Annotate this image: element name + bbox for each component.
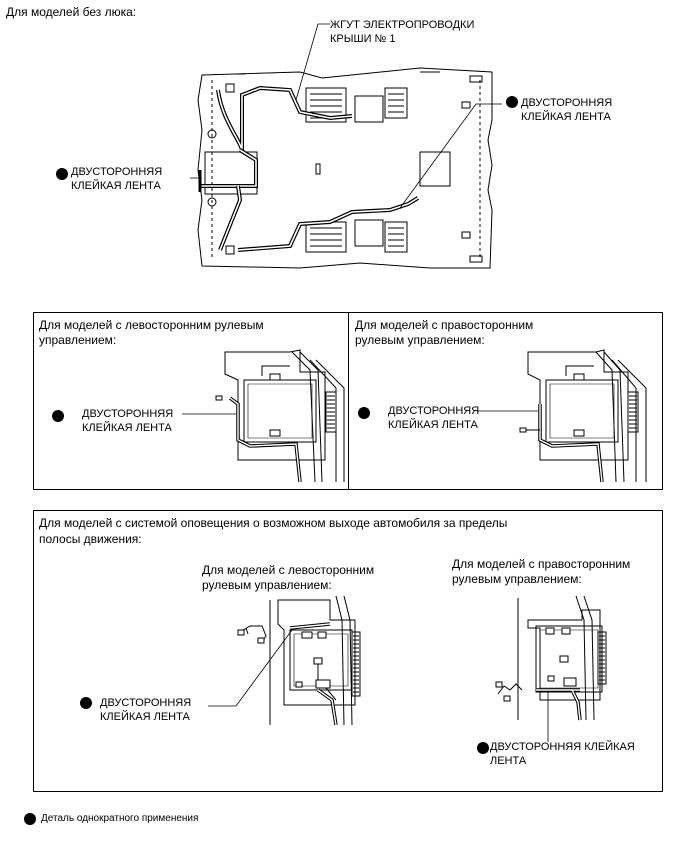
lhd-detail: [224, 349, 345, 483]
single-use-icon: [80, 697, 92, 709]
lhd-title: Для моделей с левосторонним рулевым упра…: [39, 318, 264, 347]
tape-label-right: ДВУСТОРОННЯЯ КЛЕЙКАЯ ЛЕНТА: [521, 97, 613, 123]
lhd-harness-inner: [229, 397, 301, 483]
tape-label-left: ДВУСТОРОННЯЯ КЛЕЙКАЯ ЛЕНТА: [71, 166, 163, 192]
harness-label: ЖГУТ ЭЛЕКТРОПРОВОДКИ КРЫШИ № 1: [330, 19, 475, 45]
lane-rhd-detail: [497, 595, 607, 721]
lane-rhd-tape-label: ДВУСТОРОННЯЯ КЛЕЙКАЯ ЛЕНТА: [490, 741, 635, 767]
top-title: Для моделей без люка:: [6, 5, 137, 19]
single-use-icon: [477, 742, 489, 754]
lane-lhd-tape-label: ДВУСТОРОННЯЯ КЛЕЙКАЯ ЛЕНТА: [100, 697, 192, 723]
lane-title: Для моделей с системой оповещения о возм…: [39, 516, 508, 546]
top-leaders: [190, 23, 502, 209]
roof-harness: [198, 85, 420, 252]
legend-text: Деталь однократного применения: [41, 813, 199, 824]
lane-rhd-title: Для моделей с правосторонним рулевым упр…: [452, 557, 631, 586]
rhd-tape-label: ДВУСТОРОННЯЯ КЛЕЙКАЯ ЛЕНТА: [388, 405, 480, 431]
lane-lhd-connectors: [237, 629, 337, 701]
rhd-connectors: [519, 365, 594, 437]
lhd-tape-label: ДВУСТОРОННЯЯ КЛЕЙКАЯ ЛЕНТА: [82, 408, 174, 434]
lhd-connectors: [215, 365, 290, 437]
rhd-title: Для моделей с правосторонним рулевым упр…: [355, 318, 534, 347]
lane-panel: [33, 510, 663, 792]
lane-lhd-leader: [208, 629, 293, 707]
single-use-icon: [56, 168, 68, 180]
lane-lhd-detail: [239, 595, 361, 726]
single-use-icon: [24, 813, 36, 825]
lane-lhd-title: Для моделей с левосторонним рулевым упра…: [202, 563, 375, 592]
single-use-icon: [52, 410, 64, 422]
single-use-icon: [358, 407, 370, 419]
single-use-icon: [506, 96, 518, 108]
lane-rhd-connectors: [495, 627, 577, 702]
panel-divider: [348, 312, 349, 490]
